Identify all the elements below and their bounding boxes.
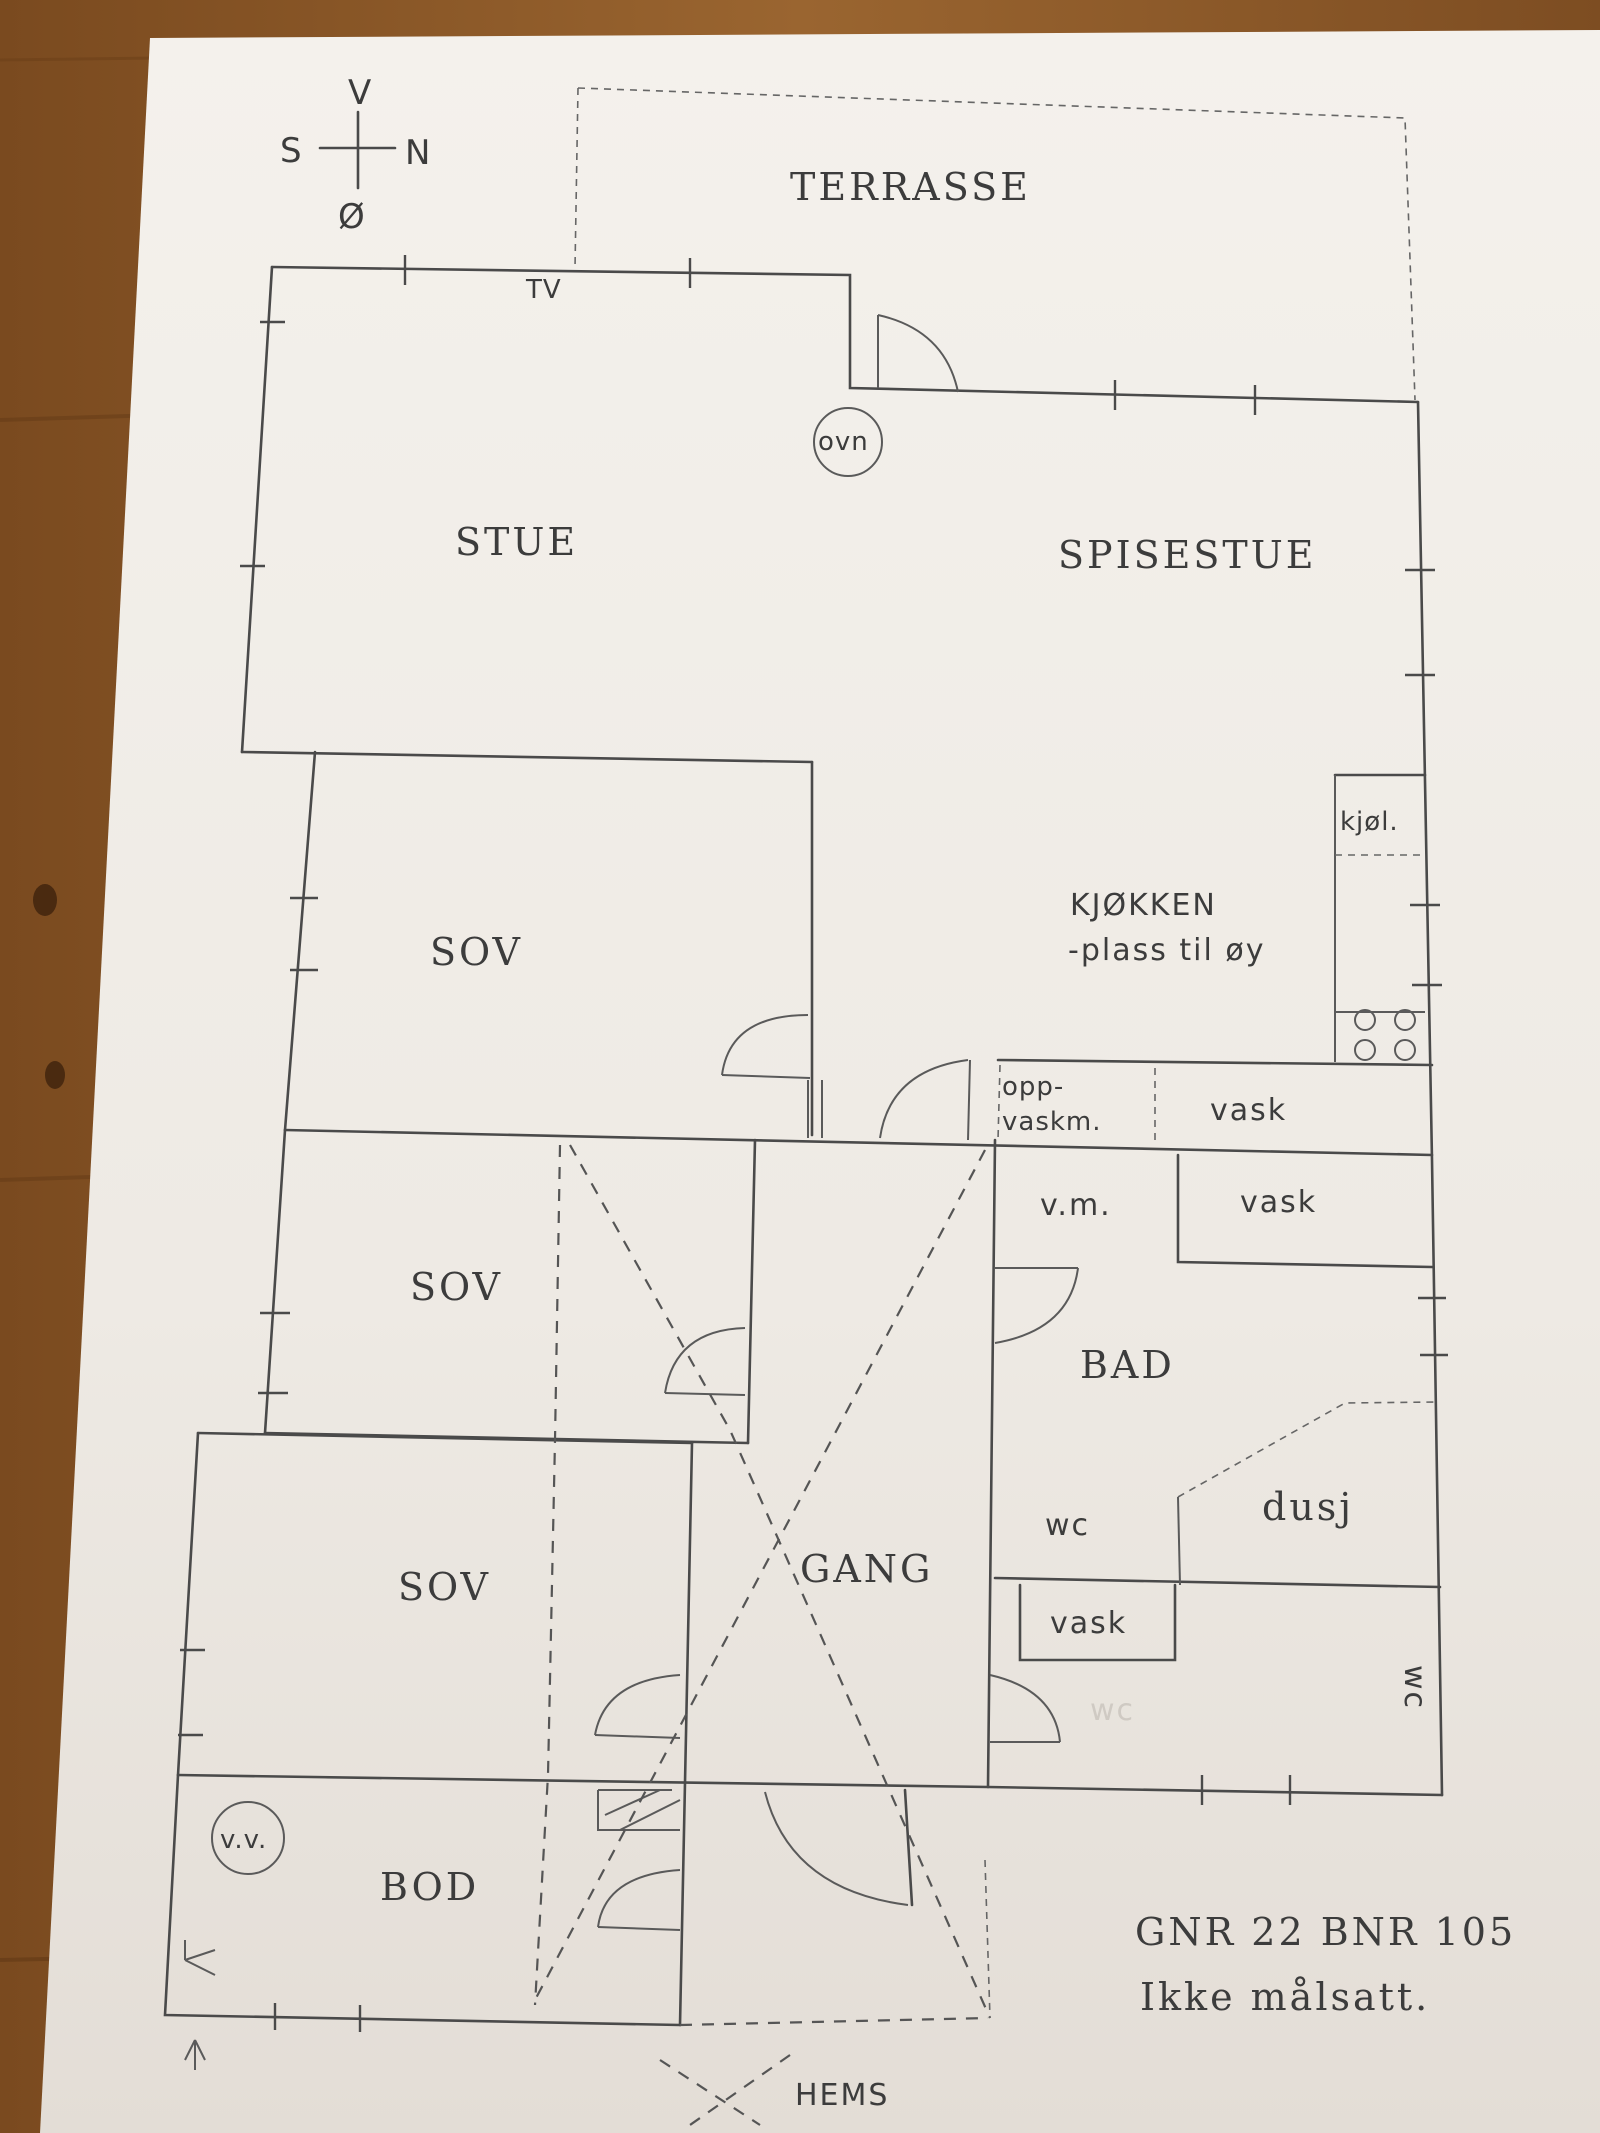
fixture-label-vask-kitchen: vask bbox=[1210, 1093, 1287, 1128]
compass-north: N bbox=[405, 133, 432, 173]
fixture-label-vask-bad: vask bbox=[1240, 1185, 1317, 1220]
room-label-sov-1: SOV bbox=[430, 930, 523, 974]
paper-sheet bbox=[40, 30, 1600, 2133]
terrasse-outline bbox=[574, 87, 1416, 401]
property-id-note: GNR 22 BNR 105 bbox=[1135, 1910, 1516, 1954]
room-label-hems: HEMS bbox=[795, 2078, 889, 2113]
room-label-gang: GANG bbox=[800, 1547, 933, 1591]
compass-east: Ø bbox=[338, 197, 367, 237]
walls bbox=[163, 265, 1444, 2027]
fixture-label-ovn: ovn bbox=[818, 427, 869, 457]
compass-west: V bbox=[348, 73, 373, 113]
window-ticks bbox=[178, 255, 1448, 2032]
room-label-sov-3: SOV bbox=[398, 1565, 491, 1609]
compass-rose: V S N Ø bbox=[280, 73, 432, 237]
fixture-label-oppvask-1: opp- bbox=[1002, 1072, 1064, 1102]
fixture-label-vask-wc: vask bbox=[1050, 1606, 1127, 1641]
room-label-sov-2: SOV bbox=[410, 1265, 503, 1309]
fixture-label-wc-bad: wc bbox=[1045, 1508, 1090, 1543]
scale-note: Ikke målsatt. bbox=[1140, 1975, 1430, 2019]
room-label-bad: BAD bbox=[1080, 1343, 1175, 1387]
room-label-terrasse: TERRASSE bbox=[790, 165, 1031, 209]
hems-outline bbox=[533, 1144, 992, 2126]
door-swings bbox=[184, 314, 1079, 2070]
fixture-circles bbox=[211, 407, 1416, 1875]
fixture-label-wc-faint: wc bbox=[1090, 1693, 1135, 1728]
room-label-kjokken: KJØKKEN bbox=[1070, 888, 1217, 923]
room-label-spisestue: SPISESTUE bbox=[1058, 533, 1317, 577]
room-label-kjokken-note: -plass til øy bbox=[1068, 933, 1265, 968]
room-label-stue: STUE bbox=[455, 520, 578, 564]
fixture-label-oppvask-2: vaskm. bbox=[1002, 1107, 1102, 1137]
fixture-label-kjol: kjøl. bbox=[1340, 807, 1399, 837]
fixture-label-tv: TV bbox=[525, 275, 562, 305]
fixture-label-vm: v.m. bbox=[1040, 1188, 1112, 1223]
compass-south: S bbox=[280, 131, 304, 171]
fixture-label-wc-small: wc bbox=[1397, 1665, 1432, 1710]
room-label-bod: BOD bbox=[380, 1865, 479, 1909]
fixture-label-dusj: dusj bbox=[1262, 1485, 1354, 1529]
fixture-label-vv: v.v. bbox=[220, 1825, 267, 1855]
